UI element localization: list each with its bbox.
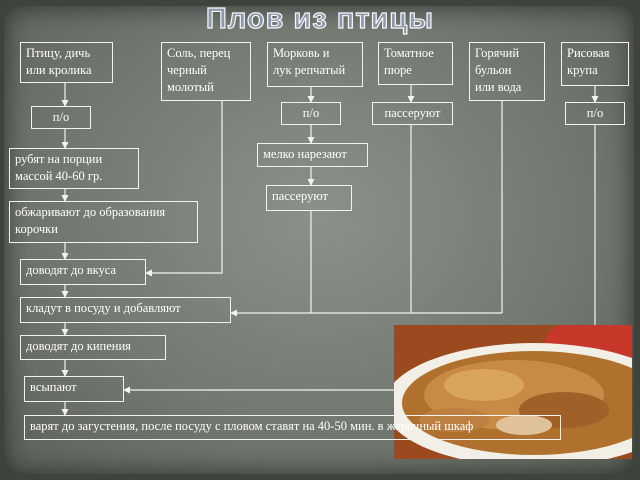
step-fry: обжаривают до образования корочки	[9, 201, 198, 243]
step-boil: доводят до кипения	[20, 335, 166, 360]
step-saute-tomato: пассеруют	[372, 102, 453, 125]
page-title: Плов из птицы	[205, 2, 434, 35]
step-season: доводят до вкуса	[20, 259, 146, 285]
step-saute-veg: пассеруют	[266, 185, 352, 211]
step-add-rice: всыпают	[24, 376, 124, 402]
step-finish: варят до загустения, после посуду с плов…	[24, 415, 561, 440]
ingredient-carrot-onion: Морковь и лук репчатый	[267, 42, 363, 87]
pilaf-photo	[394, 325, 632, 459]
step-po-poultry: п/о	[31, 106, 91, 129]
ingredient-spices: Соль, перец черный молотый	[161, 42, 251, 101]
ingredient-tomato: Томатное пюре	[378, 42, 453, 85]
step-cut: рубят на порции массой 40-60 гр.	[9, 148, 139, 189]
step-po-rice: п/о	[565, 102, 625, 125]
arrow-spices-season	[145, 101, 223, 277]
ingredient-poultry: Птицу, дичь или кролика	[20, 42, 113, 83]
ingredient-broth: Горячий бульон или вода	[469, 42, 545, 101]
pilaf-image	[394, 325, 632, 459]
step-chop: мелко нарезают	[257, 143, 368, 167]
ingredient-rice: Рисовая крупа	[561, 42, 629, 86]
step-combine: кладут в посуду и добавляют	[20, 297, 231, 323]
step-po-carrot: п/о	[281, 102, 341, 125]
